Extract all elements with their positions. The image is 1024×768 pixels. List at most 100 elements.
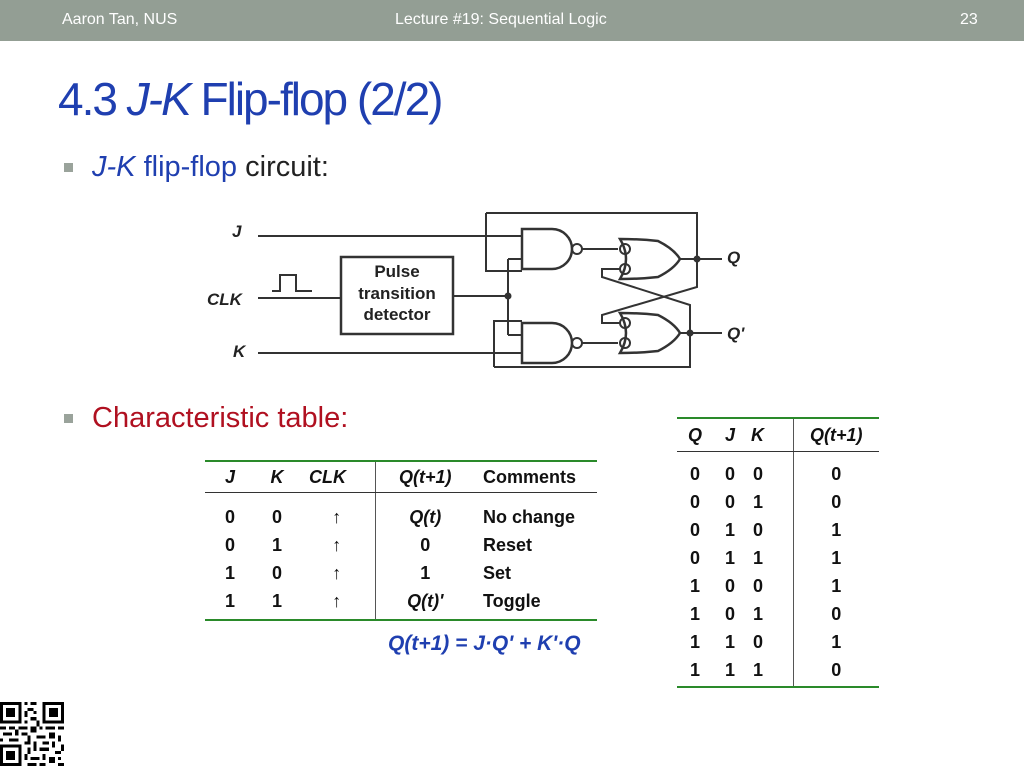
cell-k: 1 [747,656,794,688]
title-rest: Flip-flop (2/2) [200,73,444,125]
tt-header-k: K [747,418,794,452]
label-k: K [233,342,247,361]
cell-j: 1 [224,562,235,583]
label-qprime: Q' [727,324,745,343]
cell-j: 1 [205,587,255,621]
cell-q: 0 [689,491,700,512]
cell-j: 0 [724,463,735,484]
tt-header-qnext: Q(t+1) [793,418,879,452]
cell-k: 0 [747,516,794,544]
cell-k: 0 [271,506,282,527]
title-jk: J-K [126,73,192,125]
bullet-characteristic-table: Characteristic table: [92,402,349,434]
cell-qnext: 0 [420,534,431,555]
cell-k: 0 [271,562,282,583]
cell-qnext: 1 [831,547,842,568]
feedback-bottom [493,320,691,368]
characteristic-table: J K CLK Q(t+1) Comments 0 0 ↑ Q(t) No ch… [205,460,597,621]
nand-gate-bottom [520,321,574,365]
cell-j: 0 [724,603,735,624]
cell-j: 1 [713,656,747,688]
cell-k: 0 [747,628,794,656]
cell-q: 1 [689,631,700,652]
cell-qnext: 1 [831,631,842,652]
col-header-j: J [205,461,255,493]
page-title: 4.3 J-K Flip-flop (2/2) [58,72,444,126]
cell-qnext: 1 [831,519,842,540]
col-header-clk: CLK [299,461,376,493]
cell-qnext: 0 [793,656,879,688]
feedback-top [485,212,698,272]
nand-bottom-bubble [571,337,583,349]
latch-gate-bottom [617,311,682,355]
box-text-3: detector [363,305,430,324]
bullet-circuit-jk: J-K [92,151,136,183]
clock-node [504,292,512,300]
cell-comment: No change [483,506,576,527]
tt-header-j: J [713,418,747,452]
table-row: 0 1 ↑ 0 Reset [205,531,597,559]
table-row: 1 1 ↑ Q(t)' Toggle [205,587,597,621]
bullet-circuit-rest: circuit: [245,151,329,183]
cell-j: 1 [724,519,735,540]
bullet-circuit: J-K flip-flop circuit: [92,151,329,184]
page-number: 23 [960,11,978,28]
box-text-1: Pulse [374,262,419,281]
cell-clk: ↑ [299,559,376,587]
header-lecture: Lecture #19: Sequential Logic [395,11,607,28]
cell-qnext: Q(t)' [375,587,475,621]
cell-j: 1 [724,547,735,568]
table-row: 1 0 ↑ 1 Set [205,559,597,587]
cell-q: 0 [689,519,700,540]
cell-q: 1 [689,575,700,596]
cell-k: 1 [747,600,794,628]
latch-gate-top [617,237,682,281]
col-header-k: K [255,461,299,493]
cell-k: 0 [747,572,794,600]
box-text-2: transition [358,284,435,303]
label-q: Q [727,248,740,267]
cell-qnext: 0 [831,491,842,512]
tt-header-q: Q [677,418,713,452]
bullet-icon [64,414,73,423]
cell-j: 0 [224,534,235,555]
cell-q: 1 [689,603,700,624]
cell-clk: ↑ [299,492,376,531]
cell-q: 0 [689,547,700,568]
cell-clk: ↑ [299,587,376,621]
cell-clk: ↑ [299,531,376,559]
header-bar: Aaron Tan, NUS Lecture #19: Sequential L… [0,0,1024,41]
cell-qnext: 0 [831,603,842,624]
cell-q: 0 [689,463,700,484]
bullet-icon [64,163,73,172]
cell-k: 1 [747,488,794,516]
label-j: J [232,222,242,241]
cell-comment: Set [483,562,512,583]
label-clk: CLK [207,290,244,309]
cell-qnext: 1 [831,575,842,596]
qr-code-icon [0,702,64,766]
table-row: 0 0 ↑ Q(t) No change [205,492,597,531]
col-header-qnext: Q(t+1) [375,461,475,493]
header-author: Aaron Tan, NUS [62,11,178,28]
cell-qnext: Q(t) [409,506,442,527]
cell-j: 1 [724,631,735,652]
bullet-circuit-flipflop: flip-flop [143,151,238,183]
cell-k: 1 [271,534,282,555]
col-header-comments: Comments [475,461,597,493]
title-number: 4.3 [58,73,118,125]
cell-qnext: 0 [831,463,842,484]
cell-qnext: 1 [420,562,431,583]
cell-q: 1 [677,656,713,688]
jk-flipflop-circuit: J CLK K Pulse transition detector Q Q' [207,212,745,368]
nand-gate-top [520,227,574,271]
cross-wire-2 [601,259,698,324]
